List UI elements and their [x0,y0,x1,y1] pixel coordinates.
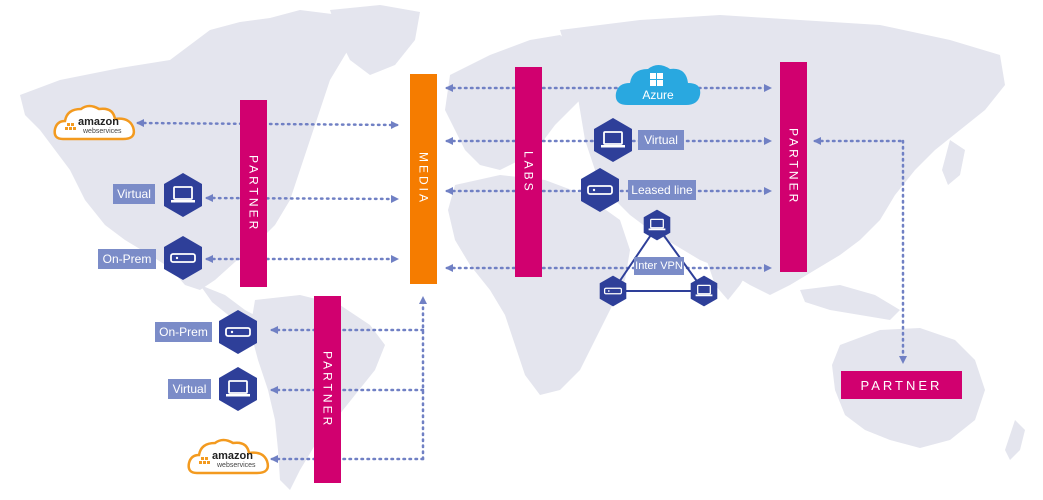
continent-se-asia [800,285,900,320]
label-onprem-north-america: On-Prem [98,249,156,269]
continent-north-america [20,10,360,290]
label-inter-vpn: Inter VPN [634,257,684,275]
partner-bar-label: PARTNER [246,154,261,233]
aws-wordmark: amazon [212,450,253,462]
aws-subtext: webservices [217,462,256,469]
partner-bar-label: PARTNER [320,350,335,429]
aws-logo-south-america: amazon webservices [187,437,271,475]
laptop-icon [594,118,632,162]
arrow-aws-na-media [136,119,399,129]
continent-new-zealand [1005,420,1025,460]
partner-bar-label: PARTNER [786,128,801,206]
aws-logo-north-america: amazon webservices [53,103,137,141]
label-leased-line: Leased line [628,180,696,200]
server-icon [599,275,627,307]
partner-bar-asia: PARTNER [780,62,807,272]
continent-india [700,215,760,300]
label-virtual-north-america: Virtual [113,184,155,204]
labs-bar-label: LABS [521,150,536,194]
media-bar: MEDIA [410,74,437,284]
laptop-icon [643,209,671,241]
laptop-icon [219,367,257,411]
server-icon [581,168,619,212]
arrow-virtual-na-media [205,194,399,203]
media-bar-label: MEDIA [416,152,431,206]
server-icon [219,310,257,354]
laptop-icon [164,173,202,217]
aws-subtext: webservices [83,128,122,135]
laptop-icon [690,275,718,307]
continent-africa [448,175,630,395]
partner-bar-north-america: PARTNER [240,100,267,287]
label-virtual-south-america: Virtual [168,379,211,399]
partner-bar-australia: PARTNER [841,371,962,399]
label-onprem-south-america: On-Prem [155,322,212,342]
aws-wordmark: amazon [78,116,119,128]
labs-bar: LABS [515,67,542,277]
continent-japan [942,140,965,185]
continent-greenland [330,5,420,75]
azure-logo-text: Azure [642,88,674,102]
azure-logo: Azure [614,61,702,107]
partner-bar-south-america: PARTNER [314,296,341,483]
label-virtual-europe: Virtual [638,130,684,150]
server-icon [164,236,202,280]
partner-bar-label: PARTNER [860,377,943,393]
